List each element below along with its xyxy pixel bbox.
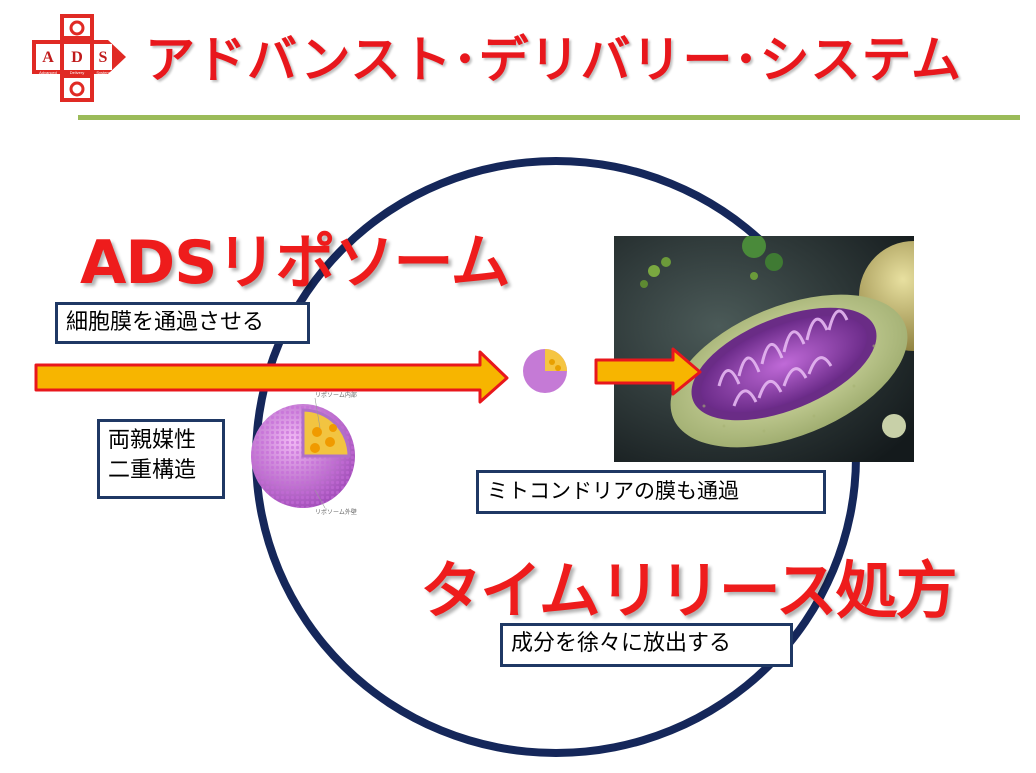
callout-gradual-release: 成分を徐々に放出する [500,623,793,667]
headline-time-release: タイムリリース処方 [420,554,958,627]
mitochondria-image [614,236,914,462]
liposome-outer-label: リポソーム外壁 [315,508,357,515]
callout-mitochondria: ミトコンドリアの膜も通過 [476,470,826,514]
long-arrow [34,350,509,404]
liposome-diagram: リポソーム内部 リポソーム外壁 [251,391,357,515]
liposome-inner-label: リポソーム内部 [315,391,357,399]
callout-amphiphilic-line2: 二重構造 [108,458,197,483]
page-title: アドバンスト･デリバリー･システム [145,31,962,89]
short-arrow [594,347,702,396]
small-liposome-icon [523,349,567,393]
logo-sub-delivery: Delivery [70,70,84,75]
logo-letter-s: S [99,49,108,66]
headline-ads-liposome: ADSリポソーム [80,228,511,298]
callout-amphiphilic-line1: 両親媒性 [108,428,197,453]
logo-letter-a: A [42,49,54,66]
logo-sub-advanced: Advanced [39,70,57,75]
callout-cell-membrane: 細胞膜を通過させる [55,302,310,344]
callout-amphiphilic: 両親媒性 二重構造 [97,419,225,499]
title-divider [78,115,1020,120]
logo-letter-d: D [71,49,83,66]
logo-sub-system: System [96,70,110,75]
ads-logo: A D S Advanced Delivery System [32,14,126,102]
